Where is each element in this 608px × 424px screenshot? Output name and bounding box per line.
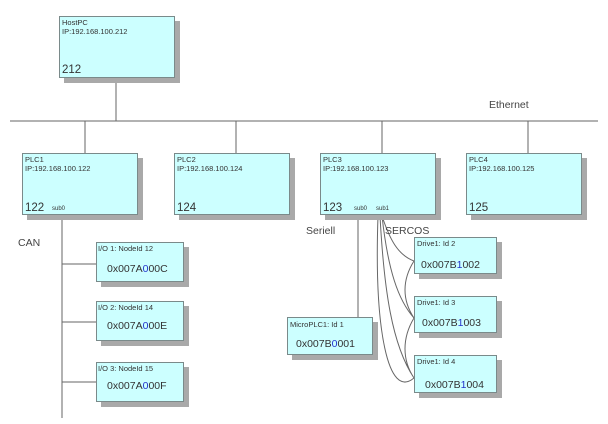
io-label: I/O 2: NodeId 14: [98, 303, 154, 312]
host-pc-node[interactable]: HostPC IP:192.168.100.212 212: [59, 16, 175, 78]
io-label: I/O 3: NodeId 15: [98, 364, 154, 373]
plc3-id: 123: [323, 202, 343, 214]
io-node-2[interactable]: I/O 2: NodeId 14 0x007A000E: [96, 301, 184, 341]
io-address: 0x007A000F: [107, 380, 167, 392]
micro-label: MicroPLC1: Id 1: [290, 320, 344, 329]
host-id: 212: [62, 64, 82, 76]
micro-plc-node[interactable]: MicroPLC1: Id 1 0x007B0001: [287, 317, 373, 355]
plc3-ip: IP:192.168.100.123: [323, 164, 389, 173]
drive-label: Drive1: Id 3: [417, 298, 456, 307]
plc1-name: PLC1: [25, 155, 44, 164]
drive-address: 0x007B1004: [425, 379, 484, 391]
sercos-ring: [376, 215, 415, 383]
drive-node-3[interactable]: Drive1: Id 4 0x007B1004: [414, 355, 497, 393]
ethernet-label: Ethernet: [489, 99, 529, 111]
plc1-ip: IP:192.168.100.122: [25, 164, 91, 173]
host-ip: IP:192.168.100.212: [62, 27, 128, 36]
plc2-id: 124: [177, 202, 197, 214]
plc1-id: 122: [25, 202, 45, 214]
plc3-sub0: sub0: [354, 206, 368, 212]
plc4-name: PLC4: [469, 155, 488, 164]
drive-node-2[interactable]: Drive1: Id 3 0x007B1003: [414, 296, 497, 333]
drive-address: 0x007B1002: [421, 259, 480, 271]
drive-node-1[interactable]: Drive1: Id 2 0x007B1002: [414, 237, 497, 274]
sercos-label: SERCOS: [385, 225, 430, 237]
plc3-sub1: sub1: [376, 206, 390, 212]
plc4-ip: IP:192.168.100.125: [469, 164, 535, 173]
host-name: HostPC: [62, 18, 88, 27]
plc4-id: 125: [469, 202, 489, 214]
io-node-1[interactable]: I/O 1: NodeId 12 0x007A000C: [96, 242, 184, 282]
io-address: 0x007A000C: [107, 263, 168, 275]
can-label: CAN: [18, 237, 41, 249]
micro-address: 0x007B0001: [296, 338, 355, 350]
plc1-node[interactable]: PLC1 IP:192.168.100.122 122 sub0: [22, 153, 138, 215]
plc3-node[interactable]: PLC3 IP:192.168.100.123 123 sub0 sub1: [320, 153, 436, 215]
io-node-3[interactable]: I/O 3: NodeId 15 0x007A000F: [96, 362, 184, 402]
plc2-ip: IP:192.168.100.124: [177, 164, 243, 173]
plc2-name: PLC2: [177, 155, 196, 164]
serial-label: Seriell: [306, 225, 336, 237]
drive-label: Drive1: Id 2: [417, 239, 456, 248]
plc3-name: PLC3: [323, 155, 342, 164]
plc1-sub0: sub0: [52, 206, 66, 212]
drive-address: 0x007B1003: [422, 317, 481, 329]
io-label: I/O 1: NodeId 12: [98, 244, 154, 253]
plc2-node[interactable]: PLC2 IP:192.168.100.124 124: [174, 153, 290, 215]
io-address: 0x007A000E: [107, 320, 168, 332]
drive-label: Drive1: Id 4: [417, 357, 456, 366]
plc4-node[interactable]: PLC4 IP:192.168.100.125 125: [466, 153, 582, 215]
